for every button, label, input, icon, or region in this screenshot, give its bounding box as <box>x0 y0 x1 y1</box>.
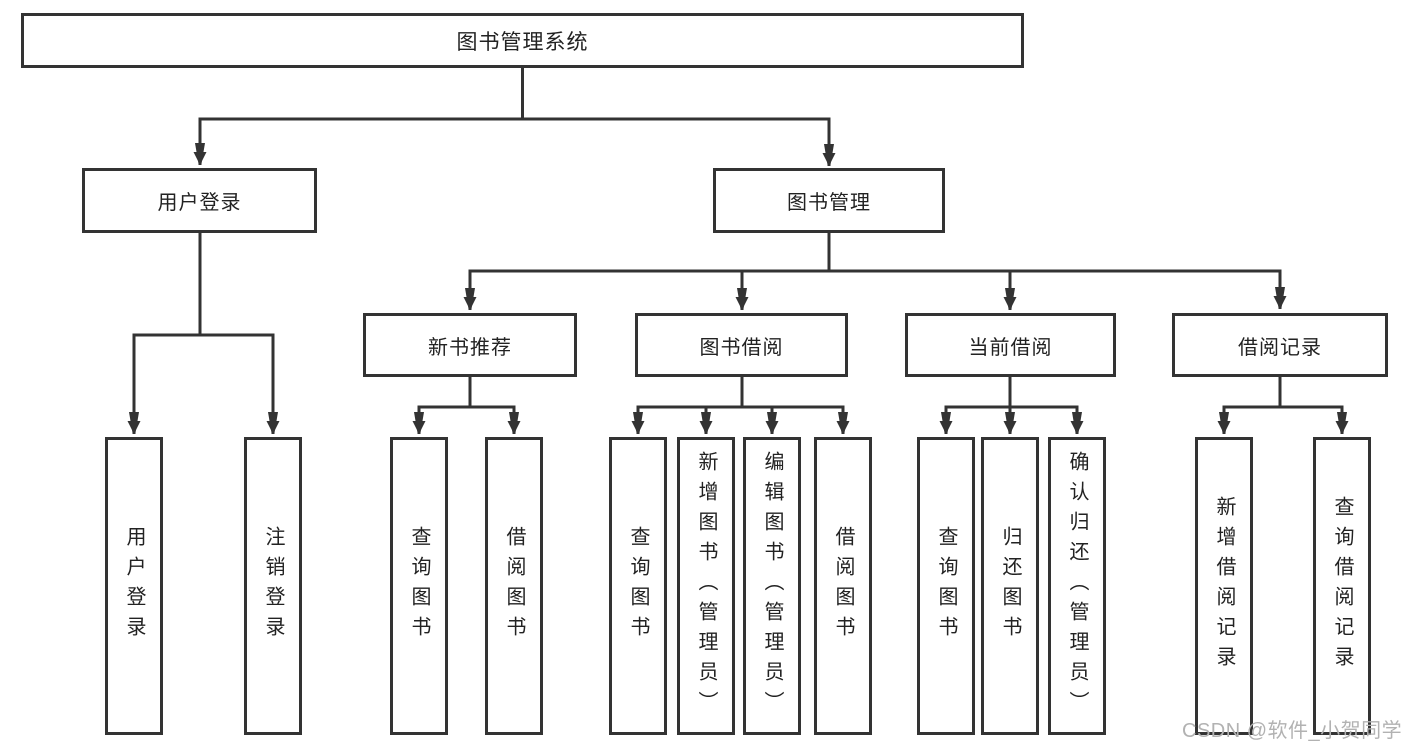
leaf-query-borrow-record-label: 查询借阅记录 <box>1331 496 1353 676</box>
leaf-edit-book-admin: 编辑图书（管理员） <box>743 437 801 735</box>
leaf-add-borrow-record-label: 新增借阅记录 <box>1213 496 1235 676</box>
node-new-book-recommendation-label: 新书推荐 <box>428 336 512 359</box>
node-book-borrowing: 图书借阅 <box>635 313 848 377</box>
leaf-query-books-borrowing: 查询图书 <box>609 437 667 735</box>
node-book-borrowing-label: 图书借阅 <box>699 336 784 359</box>
leaf-query-books-borrowing-label: 查询图书 <box>627 526 649 646</box>
leaf-query-books-current-label: 查询图书 <box>935 526 957 646</box>
leaf-borrow-books-borrowing-label: 借阅图书 <box>832 526 854 646</box>
csdn-watermark: CSDN @软件_小贺同学 <box>1182 720 1403 742</box>
node-current-borrowing: 当前借阅 <box>905 313 1116 377</box>
leaf-add-book-admin-label: 新增图书（管理员） <box>695 451 717 721</box>
leaf-return-books-label: 归还图书 <box>999 526 1021 646</box>
node-current-borrowing-label: 当前借阅 <box>968 336 1053 359</box>
node-new-book-recommendation: 新书推荐 <box>363 313 577 377</box>
node-user-login: 用户登录 <box>82 168 317 233</box>
leaf-borrow-books-recommend-label: 借阅图书 <box>503 526 525 646</box>
node-book-management-label: 图书管理 <box>787 192 871 214</box>
leaf-confirm-return-admin: 确认归还（管理员） <box>1048 437 1106 735</box>
node-book-management: 图书管理 <box>713 168 945 233</box>
leaf-return-books: 归还图书 <box>981 437 1039 735</box>
leaf-add-borrow-record: 新增借阅记录 <box>1195 437 1253 735</box>
leaf-logout-label: 注销登录 <box>262 526 284 646</box>
leaf-edit-book-admin-label: 编辑图书（管理员） <box>761 451 783 721</box>
node-borrowing-records-label: 借阅记录 <box>1238 336 1322 359</box>
leaf-user-login: 用户登录 <box>105 437 163 735</box>
leaf-user-login-label: 用户登录 <box>123 526 145 646</box>
node-user-login-label: 用户登录 <box>157 192 242 214</box>
leaf-query-borrow-record: 查询借阅记录 <box>1313 437 1371 735</box>
leaf-borrow-books-borrowing: 借阅图书 <box>814 437 872 735</box>
leaf-confirm-return-admin-label: 确认归还（管理员） <box>1066 451 1088 721</box>
node-root-label: 图书管理系统 <box>456 30 589 54</box>
node-root-system: 图书管理系统 <box>21 13 1024 68</box>
leaf-logout: 注销登录 <box>244 437 302 735</box>
leaf-query-books-recommend: 查询图书 <box>390 437 448 735</box>
node-borrowing-records: 借阅记录 <box>1172 313 1388 377</box>
leaf-borrow-books-recommend: 借阅图书 <box>485 437 543 735</box>
leaf-add-book-admin: 新增图书（管理员） <box>677 437 735 735</box>
leaf-query-books-recommend-label: 查询图书 <box>408 526 430 646</box>
leaf-query-books-current: 查询图书 <box>917 437 975 735</box>
